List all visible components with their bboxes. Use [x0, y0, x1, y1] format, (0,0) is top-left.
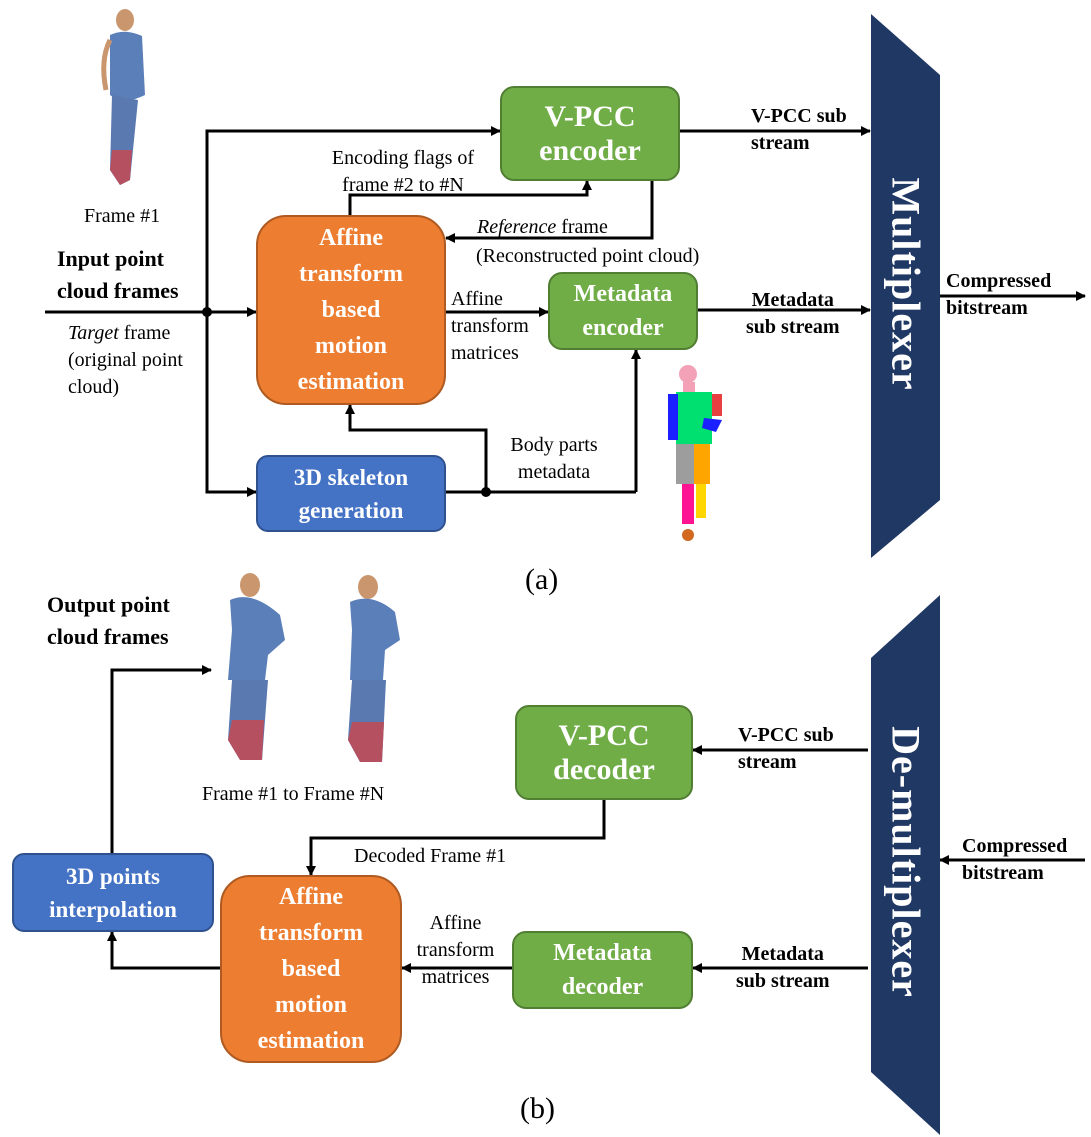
multiplexer-label: Multiplexer	[883, 177, 929, 391]
reconstructed-label: (Reconstructed point cloud)	[476, 245, 700, 267]
affine-to-interp	[107, 931, 220, 970]
reference-rest: frame	[556, 216, 608, 238]
input-frames-label: Input point cloud frames	[57, 246, 179, 303]
input-to-vpcc	[205, 126, 501, 312]
metadata-sub-stream-label: Metadata sub stream	[746, 289, 840, 338]
metadata-encoder-box: Metadata encoder	[548, 272, 698, 350]
junction-dot	[202, 307, 212, 317]
target-frame-label: Target frame (original point cloud)	[68, 320, 183, 401]
b-affine-motion-estimation-box: Affine transform based motion estimation	[220, 875, 402, 1063]
points-interpolation-box: 3D points interpolation	[12, 853, 214, 932]
b-affine-matrices-label: Affine transform matrices	[416, 912, 495, 988]
target-word: Target	[68, 322, 119, 344]
demultiplexer-label: De-multiplexer	[883, 726, 929, 998]
output-frames-label: Output point cloud frames	[47, 592, 170, 649]
compressed-bitstream-label: Compressed bitstream	[946, 270, 1052, 319]
interp-to-output	[110, 665, 212, 853]
flags-arrow	[348, 180, 592, 215]
junction-dot	[481, 487, 491, 497]
frames-range-label: Frame #1 to Frame #N	[202, 783, 385, 805]
decoded-frame-label: Decoded Frame #1	[354, 845, 507, 867]
affine-motion-estimation-box: Affine transform based motion estimation	[256, 215, 446, 405]
decoded-frame-arrow	[306, 800, 606, 876]
frame1-label: Frame #1	[84, 205, 161, 227]
b-metadata-sub-stream-label: Metadata sub stream	[736, 943, 830, 992]
vpcc-sub-stream-label: V-PCC sub stream	[751, 105, 847, 154]
skeleton-generation-box: 3D skeleton generation	[256, 455, 446, 532]
body-parts-figure	[668, 365, 722, 541]
encoding-flags-label: Encoding flags of frame #2 to #N	[331, 147, 475, 196]
affine-matrices-label: Affine transform matrices	[451, 288, 529, 364]
output-human-figure-1	[228, 573, 285, 760]
reference-word: Reference	[477, 216, 557, 238]
b-vpcc-sub-stream-label: V-PCC sub stream	[738, 724, 834, 773]
reference-frame-label: Reference frame	[477, 214, 608, 241]
target-rest: frame (original point cloud)	[68, 322, 183, 398]
caption-a: (a)	[525, 563, 559, 596]
body-parts-label: Body parts metadata	[510, 434, 598, 483]
demultiplexer-block	[871, 595, 940, 1135]
vpcc-encoder-box: V-PCC encoder	[500, 86, 680, 181]
b-compressed-bitstream-label: Compressed bitstream	[962, 835, 1068, 884]
frame1-human-figure	[101, 9, 145, 185]
output-human-figure-2	[348, 575, 400, 762]
input-to-skeleton	[205, 312, 257, 497]
metadata-decoder-box: Metadata decoder	[512, 931, 693, 1009]
reference-arrow	[445, 181, 654, 243]
caption-b: (b)	[520, 1092, 555, 1125]
multiplexer-block	[871, 14, 940, 558]
vpcc-decoder-box: V-PCC decoder	[515, 705, 693, 800]
body-parts-to-affine	[345, 404, 488, 492]
